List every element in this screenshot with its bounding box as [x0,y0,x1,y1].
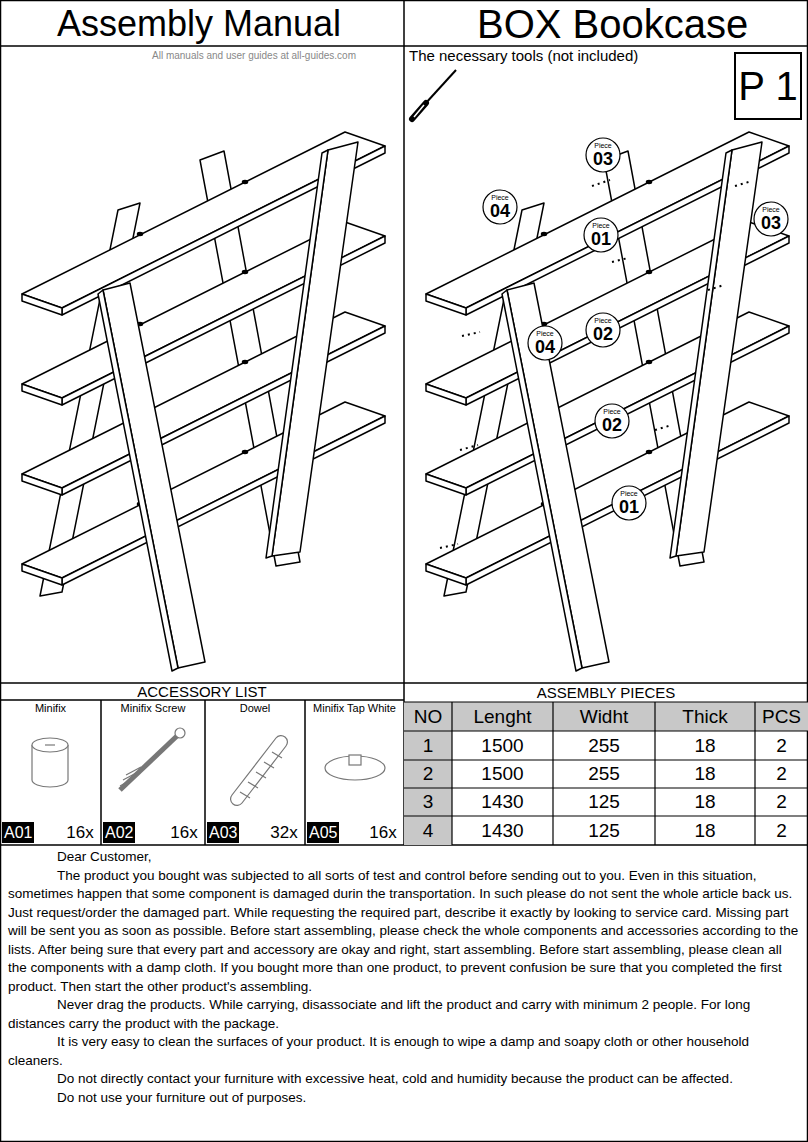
table-cell: 1430 [452,816,553,845]
piece-callout: Piece01 [611,485,647,521]
table-cell: 18 [655,731,755,760]
letter-paragraph: The product you bought was subjected to … [8,867,800,997]
part-code: A05 [307,822,339,843]
table-cell: 2 [755,816,808,845]
letter-paragraph: Do not use your furniture out of purpose… [8,1089,800,1108]
table-cell: 125 [553,788,655,816]
screwdriver-icon [412,70,456,119]
part-code: A03 [207,822,239,843]
page-title: Assembly Manual [57,4,341,44]
cap-knob [349,755,361,765]
table-cell: 255 [553,731,655,760]
table-cell: 18 [655,816,755,845]
dowel-ribs [240,752,282,798]
callout-caption: Piece [527,325,563,338]
piece-callout: Piece03 [753,201,789,237]
letter-paragraph: It is very easy to clean the surfaces of… [8,1033,800,1070]
piece-callout: Piece02 [594,403,630,439]
dowel-marks [440,180,752,548]
callout-number: 03 [585,150,621,168]
table-cell: 3 [404,788,452,816]
callout-number: 03 [753,214,789,232]
quantity: 16x [61,822,99,844]
table-cell: 1 [404,731,452,760]
product-title: BOX Bookcase [477,2,748,46]
table-cell: 255 [553,760,655,788]
table-header: Widht [553,702,655,731]
accessory-name: Minifix Screw [101,701,205,715]
callout-caption: Piece [583,217,619,230]
callout-number: 04 [482,202,518,220]
table-header: PCS [755,702,808,731]
table-cell: 2 [755,788,808,816]
bookcase-exploded-drawing [426,132,789,671]
table-header: NO [404,702,452,731]
watermark: All manuals and user guides at all-guide… [150,50,358,61]
table-cell: 1500 [452,731,553,760]
table-cell: 2 [755,760,808,788]
piece-callout: Piece03 [585,137,621,173]
letter-text: Dear Customer,The product you bought was… [8,848,800,1107]
minifix-slot [45,744,55,745]
part-code: A01 [2,822,34,843]
salutation: Dear Customer, [8,848,800,867]
table-cell: 2 [404,760,452,788]
callout-number: 02 [594,416,630,434]
callout-caption: Piece [753,201,789,214]
accessory-name: Dowel [205,701,305,715]
table-cell: 1430 [452,788,553,816]
section-heading: ACCESSORY LIST [0,683,404,700]
quantity: 16x [165,822,203,844]
piece-callout: Piece02 [585,312,621,348]
table-cell: 1500 [452,760,553,788]
callout-caption: Piece [482,189,518,202]
screw-head [175,728,185,738]
part-code: A02 [103,822,135,843]
bookcase-drawing [22,132,385,671]
callout-number: 04 [527,338,563,356]
callout-caption: Piece [585,312,621,325]
page-number: P 1 [738,64,797,109]
table-cell: 2 [755,731,808,760]
page-number-box: P 1 [734,52,802,120]
accessory-name: Minifix Tap White [305,701,404,715]
cap-disc [325,756,385,780]
section-heading: ASSEMBLY PIECES [404,683,808,702]
screw-shaft [120,735,178,790]
accessory-illustrations [32,728,385,805]
callout-number: 01 [611,498,647,516]
piece-callout: Piece01 [583,217,619,253]
table-cell: 18 [655,760,755,788]
table-header: Lenght [452,702,553,731]
callout-number: 02 [585,325,621,343]
piece-callout: Piece04 [527,325,563,361]
tools-note: The necessary tools (not included) [409,48,638,65]
dowel-pin [231,736,288,806]
table-shading [404,702,808,845]
letter-paragraph: Do not directly contact your furniture w… [8,1070,800,1089]
table-cell: 18 [655,788,755,816]
callout-caption: Piece [611,485,647,498]
table-grid [404,702,808,845]
screw-thread [120,767,141,786]
grid-lines [0,0,808,845]
minifix-top [32,738,68,752]
callout-caption: Piece [585,137,621,150]
table-cell: 4 [404,816,452,845]
quantity: 16x [364,822,402,844]
callout-number: 01 [583,230,619,248]
piece-callout: Piece04 [482,189,518,225]
quantity: 32x [265,822,303,844]
table-cell: 125 [553,816,655,845]
letter-paragraph: Never drag the products. While carrying,… [8,996,800,1033]
callout-caption: Piece [594,403,630,416]
accessory-name: Minifix [0,701,101,715]
table-header: Thick [655,702,755,731]
